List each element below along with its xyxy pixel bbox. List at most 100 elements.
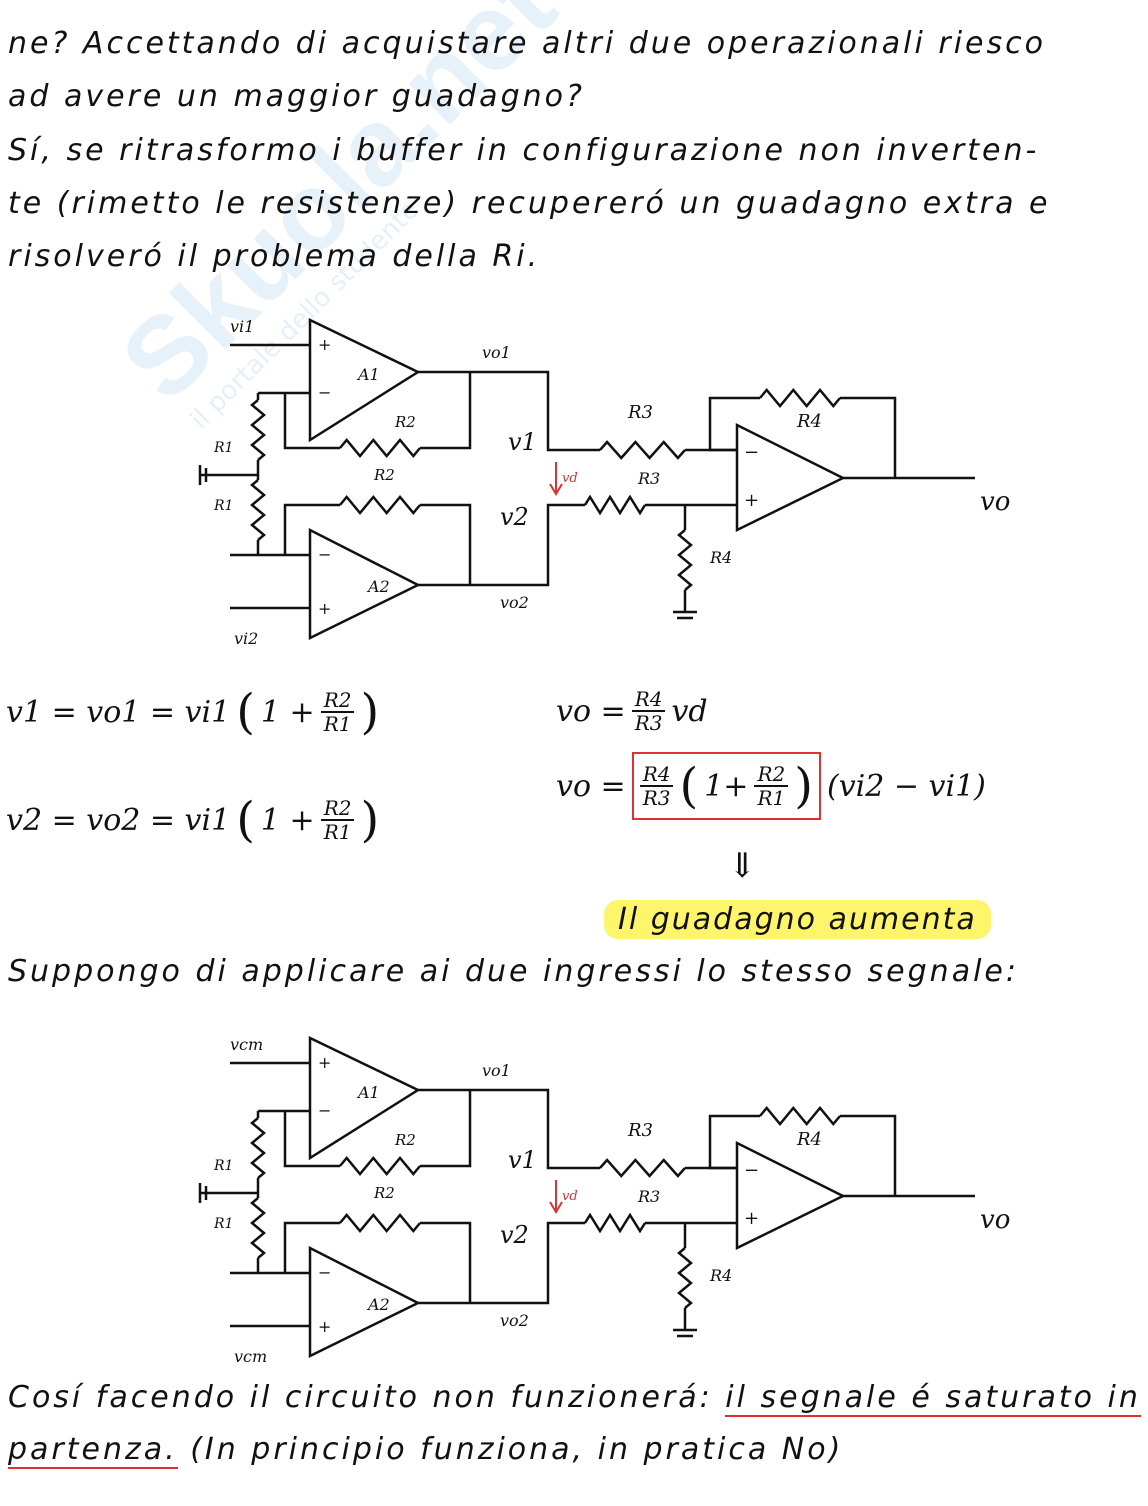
label-r4-top: R4 [796, 1129, 822, 1150]
label-a1: A1 [356, 365, 380, 384]
resistor-r3-bot [583, 1212, 647, 1234]
label-plus: + [318, 599, 331, 618]
text-line: ne? Accettando di acquistare altri due o… [8, 26, 1046, 61]
text-line: ad avere un maggior guadagno? [8, 79, 585, 114]
resistor-r2-top [339, 1156, 421, 1176]
label-a2: A2 [366, 1295, 390, 1314]
label-r3-bot: R3 [637, 469, 660, 488]
label-r1-bot: R1 [213, 1216, 233, 1232]
label-plus: + [318, 335, 331, 354]
opamp-a2 [308, 1245, 421, 1359]
text-line: risolveró il problema della Ri. [8, 239, 541, 274]
a2-inverting-wire [230, 1221, 340, 1275]
label-minus: − [318, 1263, 331, 1282]
label-plus: + [318, 1053, 331, 1072]
label-minus: − [318, 383, 331, 402]
label-minus: − [318, 1101, 331, 1120]
label-in1: vi1 [230, 317, 254, 336]
label-vo2: vo2 [500, 593, 529, 612]
ground-symbol [198, 1183, 258, 1203]
label-r2-top: R2 [394, 1131, 416, 1149]
label-r4-top: R4 [796, 411, 822, 432]
a1-feedback-wire [420, 1090, 472, 1168]
label-vo: vo [980, 487, 1010, 517]
label-r1-bot: R1 [213, 498, 233, 514]
opamp-a1 [308, 1036, 421, 1161]
resistor-r2-bot [339, 1213, 421, 1233]
label-r3-top: R3 [627, 402, 653, 423]
label-r4-bot: R4 [709, 1266, 732, 1285]
label-plus: + [744, 1208, 759, 1229]
ground-symbol [198, 465, 258, 485]
resistor-r3-bot [583, 494, 647, 516]
label-r2-top: R2 [394, 413, 416, 431]
vo2-wire [418, 1221, 585, 1305]
a1-inverting-wire [258, 391, 340, 450]
label-a2: A2 [366, 577, 390, 596]
label-minus: − [744, 442, 759, 463]
label-minus: − [318, 545, 331, 564]
opamp-a1 [308, 318, 421, 443]
implies-arrow: ⇓ [728, 846, 757, 886]
label-a1: A1 [356, 1083, 380, 1102]
label-in1: vcm [230, 1035, 263, 1054]
label-plus: + [744, 490, 759, 511]
a1-feedback-wire [420, 372, 472, 450]
vd-arrow [549, 462, 563, 496]
label-r3-top: R3 [627, 1120, 653, 1141]
label-vo1: vo1 [482, 1061, 511, 1080]
a3-feedback-wire [840, 396, 897, 478]
text-line: Suppongo di applicare ai due ingressi lo… [8, 954, 1019, 989]
resistor-r3-top [599, 1158, 686, 1178]
vo1-wire [418, 1088, 600, 1170]
resistor-r1-top [250, 399, 266, 461]
label-r2-bot: R2 [373, 466, 395, 484]
vo1-wire [418, 370, 600, 452]
label-vd: vd [562, 471, 578, 486]
a3-feedback-wire [840, 1114, 897, 1196]
a1-inverting-wire [258, 1109, 340, 1168]
resistor-r4-top [759, 388, 841, 408]
a3-feedback-wire [708, 396, 760, 452]
text-line: Cosí facendo il circuito non funzionerá:… [8, 1380, 1141, 1417]
label-in2: vcm [234, 1347, 267, 1366]
text-line: partenza. (In principio funziona, in pra… [8, 1432, 844, 1469]
label-plus: + [318, 1317, 331, 1336]
a3-feedback-wire [708, 1114, 760, 1170]
resistor-r1-bot [250, 1197, 266, 1259]
a2-feedback-wire [420, 503, 472, 585]
resistor-r1-top [250, 1117, 266, 1179]
vd-arrow [549, 1180, 563, 1214]
opamp-a3 [735, 1140, 846, 1251]
label-r1-top: R1 [213, 440, 233, 456]
a2-inverting-wire [230, 503, 340, 557]
a2-feedback-wire [420, 1221, 472, 1303]
label-r1-top: R1 [213, 1158, 233, 1174]
ground-symbol [673, 1308, 697, 1338]
label-r2-bot: R2 [373, 1184, 395, 1202]
highlighted-conclusion: Il guadagno aumenta [604, 900, 991, 939]
resistor-r4-top [759, 1106, 841, 1126]
label-v1: v1 [508, 428, 537, 456]
resistor-r4-bot [677, 529, 693, 591]
resistor-r2-top [339, 438, 421, 458]
label-minus: − [744, 1160, 759, 1181]
opamp-a2 [308, 527, 421, 641]
text-line: Sí, se ritrasformo i buffer in configura… [8, 133, 1040, 168]
label-r3-bot: R3 [637, 1187, 660, 1206]
label-vd: vd [562, 1189, 578, 1204]
opamp-a3 [735, 422, 846, 533]
label-vo: vo [980, 1205, 1010, 1235]
label-v1: v1 [508, 1146, 537, 1174]
label-in2: vi2 [234, 629, 258, 648]
resistor-r2-bot [339, 495, 421, 515]
resistor-r4-bot [677, 1247, 693, 1309]
resistor-r1-bot [250, 479, 266, 541]
label-vo1: vo1 [482, 343, 511, 362]
